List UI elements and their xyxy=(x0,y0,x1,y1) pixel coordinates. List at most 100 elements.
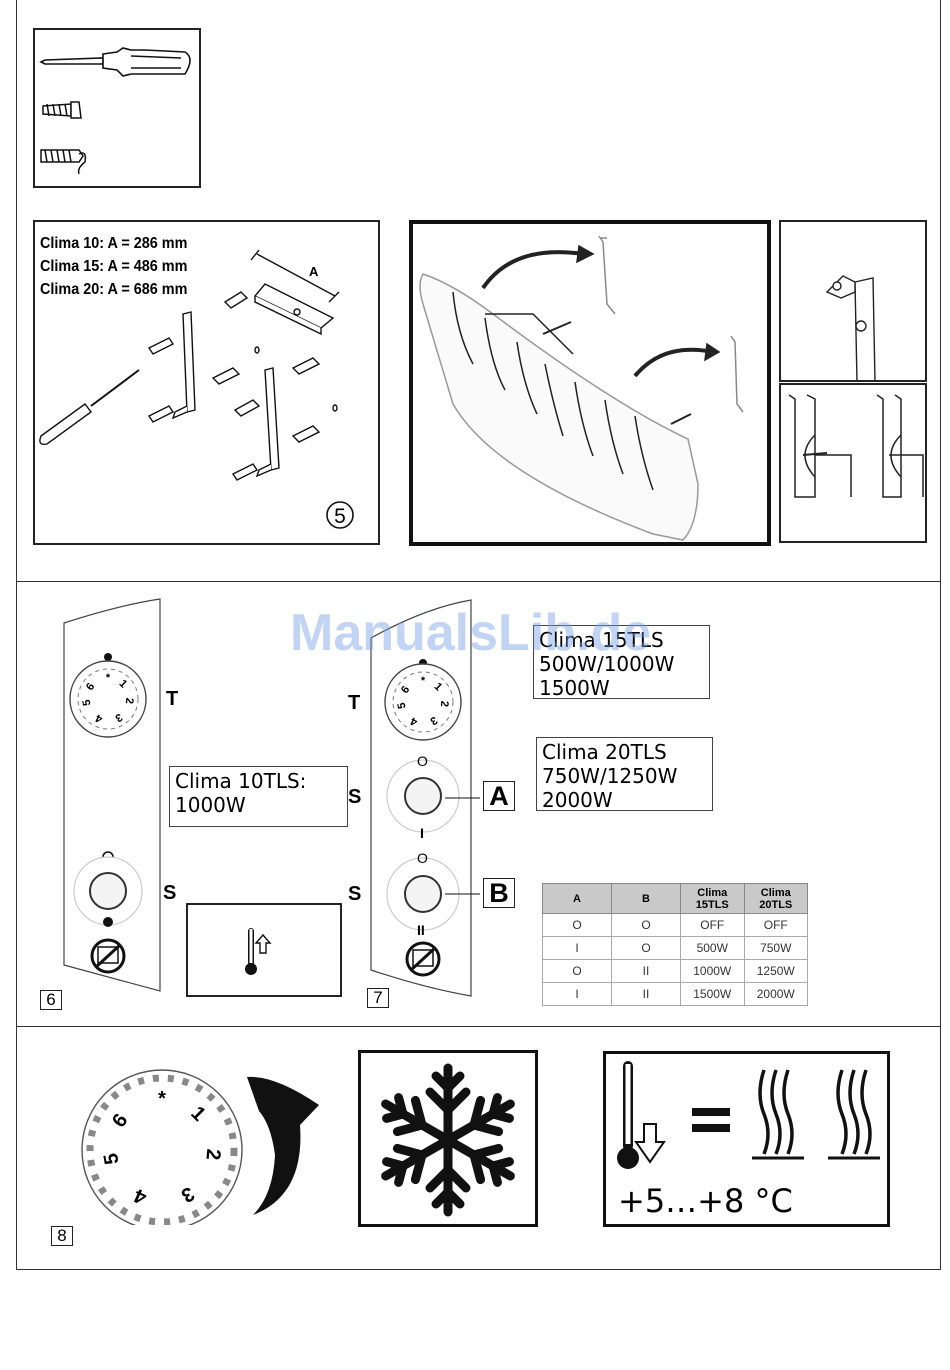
label-s: S xyxy=(163,882,177,904)
dial-mark: 2 xyxy=(201,1148,224,1161)
tools-box xyxy=(33,28,201,188)
dial-mark: 4 xyxy=(93,711,104,725)
table-cell: 2000W xyxy=(743,982,808,1006)
do-not-cover-icon xyxy=(405,941,441,977)
dial-mark: 2 xyxy=(438,700,450,707)
table-row: I II 1500W 2000W xyxy=(542,982,808,1006)
table-cell: O xyxy=(542,959,612,983)
dial-mark: 6 xyxy=(399,684,412,696)
screwdriver-icon xyxy=(39,47,191,77)
wall-plug-icon xyxy=(223,291,249,309)
heat-waves-icon xyxy=(752,1069,880,1160)
dial-mark: 2 xyxy=(123,697,135,704)
label-t: T xyxy=(166,688,179,710)
spec-clima15-model: Clima 15TLS xyxy=(539,628,664,652)
screw-icon xyxy=(147,405,175,423)
bracket-detail-drawing xyxy=(825,275,876,383)
switch-a-off-mark: O xyxy=(417,753,428,769)
screw-icon xyxy=(147,337,175,355)
step-number-5: 5 xyxy=(334,505,346,528)
equals-icon xyxy=(692,1108,730,1132)
table-cell: OFF xyxy=(743,913,808,937)
hook-detail-drawing xyxy=(788,394,924,498)
wall-plug-icon xyxy=(233,399,261,417)
switch-b-label: B xyxy=(483,878,515,908)
table-cell: I xyxy=(542,982,612,1006)
thermostat-dial xyxy=(69,660,147,738)
table-cell: II xyxy=(611,959,681,983)
hook-detail-bottom xyxy=(779,383,927,543)
wall-plug-icon xyxy=(291,357,321,375)
col-header-clima15: Clima 15TLS xyxy=(680,883,745,914)
thermostat-dial-large xyxy=(81,1069,243,1225)
spec-clima10-power: 1000W xyxy=(175,793,246,817)
dimension-label: A xyxy=(309,264,319,279)
table-cell: 750W xyxy=(743,936,808,960)
step-number-7: 7 xyxy=(367,988,389,1008)
wall-plug-icon xyxy=(291,425,321,443)
thermometer-up-icon xyxy=(245,928,272,975)
bracket-detail-top xyxy=(779,220,927,383)
dial-mark: 6 xyxy=(84,681,97,693)
spec-clima10: Clima 10TLS: 1000W xyxy=(169,766,348,827)
table-cell: OFF xyxy=(680,913,745,937)
screw-icon xyxy=(42,101,82,119)
heater-hanging-drawing xyxy=(419,235,744,541)
dial-mark: 5 xyxy=(81,699,94,707)
dial-mark: * xyxy=(158,1088,166,1110)
step-number-8: 8 xyxy=(51,1226,73,1246)
screw-icon xyxy=(231,463,259,481)
col-header-a: A xyxy=(542,883,612,914)
label-s: S xyxy=(348,786,362,808)
size-clima10: Clima 10: A = 286 mm xyxy=(40,235,188,252)
thermostat-up-box xyxy=(186,903,342,997)
mounting-parts-drawing: A 5 xyxy=(39,249,354,529)
dial-mark: 5 xyxy=(396,702,409,710)
spec-clima15-power-max: 1500W xyxy=(539,676,610,700)
rotate-arrow-icon xyxy=(247,1076,319,1215)
spec-clima10-model: Clima 10TLS: xyxy=(175,769,307,793)
spec-clima20-power: 750W/1250W xyxy=(542,764,678,788)
table-row: O O OFF OFF xyxy=(542,913,808,937)
label-t: T xyxy=(348,692,361,714)
dial-mark: 4 xyxy=(408,714,419,728)
snowflake-icon xyxy=(381,1063,515,1217)
dial-mark: * xyxy=(106,672,111,684)
wall-plug-icon xyxy=(211,367,241,385)
switch-a-label: A xyxy=(483,781,515,811)
size-clima15: Clima 15: A = 486 mm xyxy=(40,258,188,275)
switch-s-button xyxy=(73,856,143,926)
spec-clima15-power: 500W/1000W xyxy=(539,652,675,676)
frost-temp-box: +5…+8 °C xyxy=(603,1051,890,1227)
switch-a-on-mark: I xyxy=(420,825,424,841)
tools-illustration xyxy=(39,47,191,175)
section-divider xyxy=(16,1026,941,1027)
table-cell: I xyxy=(542,936,612,960)
spec-clima20-power-max: 2000W xyxy=(542,788,613,812)
label-s: S xyxy=(348,883,362,905)
table-cell: O xyxy=(611,913,681,937)
switch-b-button xyxy=(386,857,460,931)
switch-power-table: A B Clima 15TLS Clima 20TLS O O OFF OFF … xyxy=(542,883,808,1006)
frost-temp-symbols xyxy=(617,1061,880,1169)
switch-b-off-mark: O xyxy=(417,850,428,866)
frost-protection-box xyxy=(358,1050,538,1227)
table-cell: O xyxy=(542,913,612,937)
table-cell: 500W xyxy=(680,936,745,960)
frost-temp-range: +5…+8 °C xyxy=(618,1182,793,1220)
size-clima20: Clima 20: A = 686 mm xyxy=(40,281,188,298)
heater-hanging-box xyxy=(409,220,771,546)
dial-mark: 5 xyxy=(100,1151,124,1166)
wall-plug-icon xyxy=(40,149,87,175)
page-frame xyxy=(16,0,941,1270)
section-divider xyxy=(16,581,941,582)
spec-clima20: Clima 20TLS 750W/1250W 2000W xyxy=(536,737,713,812)
switch-a-button xyxy=(386,759,460,833)
table-cell: 1000W xyxy=(680,959,745,983)
spec-clima15: Clima 15TLS 500W/1000W 1500W xyxy=(533,625,710,700)
step-number-6: 6 xyxy=(40,990,62,1010)
spec-clima20-model: Clima 20TLS xyxy=(542,740,667,764)
